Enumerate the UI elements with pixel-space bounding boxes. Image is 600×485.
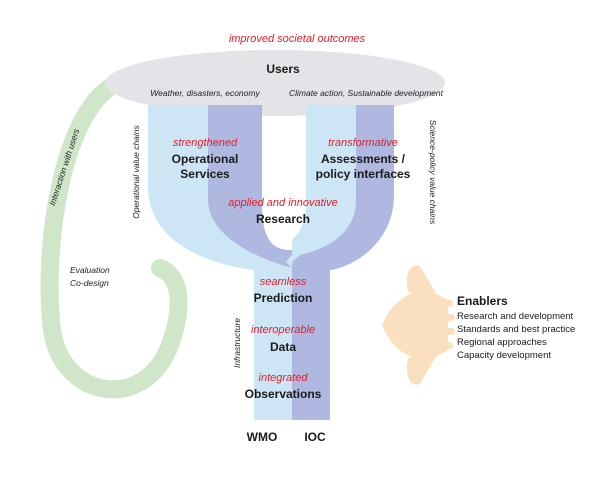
enabler-item: Capacity development (457, 350, 551, 361)
ioc-label: IOC (304, 430, 326, 444)
science-policy-value-chains-label: Science-policy value chains (428, 120, 438, 225)
enablers-title: Enablers (457, 294, 508, 308)
users-left-subtitle: Weather, disasters, economy (150, 88, 260, 98)
data-label: Data (270, 340, 296, 354)
integrated-label: integrated (259, 372, 309, 384)
wmo-label: WMO (247, 430, 278, 444)
observations-label: Observations (245, 387, 322, 401)
light-blue-channel (148, 105, 336, 420)
enabler-item: Standards and best practice (457, 324, 575, 335)
interaction-loop (40, 73, 188, 399)
enabler-item: Regional approaches (457, 337, 547, 348)
enablers-hand-arrow (382, 265, 455, 385)
transformative-label: transformative (328, 137, 398, 149)
co-design-label: Co-design (70, 278, 109, 288)
users-ellipse (105, 50, 445, 116)
evaluation-label: Evaluation (70, 265, 110, 275)
prediction-label: Prediction (254, 291, 313, 305)
applied-innovative-label: applied and innovative (228, 197, 337, 209)
users-right-subtitle: Climate action, Sustainable development (289, 88, 444, 98)
light-blue-right-arm (292, 105, 356, 262)
operational-services-line1: Operational (172, 152, 239, 166)
interoperable-label: interoperable (251, 324, 315, 336)
infrastructure-label: Infrastructure (232, 318, 242, 368)
strengthened-label: strengthened (173, 137, 238, 149)
operational-value-chains-label: Operational value chains (131, 124, 141, 218)
seamless-label: seamless (260, 276, 307, 288)
users-title: Users (266, 62, 300, 76)
enabler-item: Research and development (457, 311, 574, 322)
research-label: Research (256, 212, 310, 226)
improved-outcomes-label: improved societal outcomes (229, 33, 366, 45)
assessments-line2: policy interfaces (316, 167, 411, 181)
operational-services-line2: Services (180, 167, 230, 181)
assessments-line1: Assessments / (321, 152, 406, 166)
